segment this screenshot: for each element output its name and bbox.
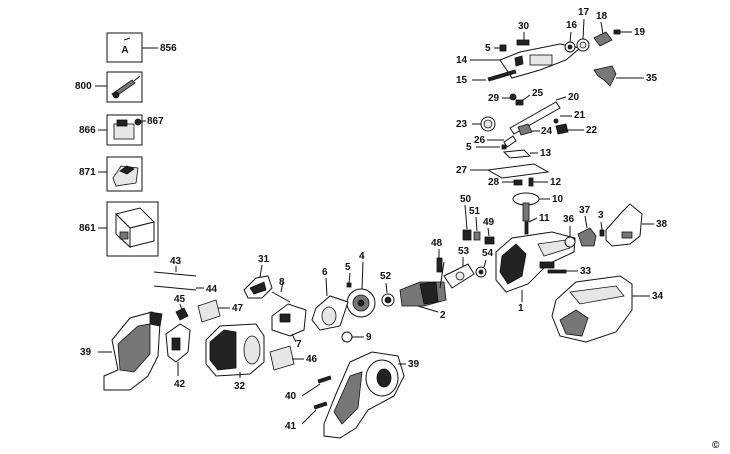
label-27: 27 [456,165,468,176]
label-41: 41 [285,421,297,432]
label-15: 15 [456,75,468,86]
label-5-top: 5 [485,43,491,54]
label-12: 12 [550,177,562,188]
label-8: 8 [279,277,285,288]
label-44: 44 [206,284,218,295]
plunger-assembly: 20 25 29 23 21 24 22 26 5 [456,88,598,179]
label-35: 35 [646,73,658,84]
left-housing: 43 44 45 42 39 [80,256,218,391]
label-25: 25 [532,88,544,99]
accessory-861: 861 [79,201,159,257]
label-49: 49 [483,217,495,228]
label-867: 867 [147,116,164,127]
label-14: 14 [456,55,468,66]
label-29: 29 [488,93,500,104]
label-866: 866 [79,125,96,136]
label-26: 26 [474,135,486,146]
label-20: 20 [568,92,580,103]
label-1: 1 [518,303,524,314]
label-800: 800 [75,81,92,92]
label-39-left: 39 [80,347,92,358]
label-43: 43 [170,256,182,267]
label-19: 19 [634,27,646,38]
label-51: 51 [469,206,481,217]
label-53: 53 [458,246,470,257]
armature-assembly: 48 53 54 2 52 4 5 6 [311,238,494,331]
label-36: 36 [563,214,575,225]
label-38: 38 [656,219,668,230]
motor-parts: 31 8 7 9 32 47 46 [197,254,372,392]
label-10: 10 [552,194,564,205]
blade-clamp-assembly: 14 5 30 16 17 18 19 15 35 [456,7,658,87]
label-50: 50 [460,194,472,205]
label-22: 22 [586,125,598,136]
label-17: 17 [578,7,590,18]
label-2: 2 [440,310,446,321]
label-39-right: 39 [408,359,420,370]
label-23: 23 [456,119,468,130]
label-4: 4 [359,251,365,262]
label-28: 28 [488,177,500,188]
label-37: 37 [579,205,591,216]
gear-case: 50 51 49 1 36 37 3 38 33 [460,194,668,314]
label-48: 48 [431,238,443,249]
label-31: 31 [258,254,270,265]
accessory-856: A 856 [106,32,177,63]
label-54: 54 [482,248,494,259]
front-cover-34: 34 [551,275,664,343]
label-42: 42 [174,379,186,390]
label-9: 9 [366,332,372,343]
label-18: 18 [596,11,608,22]
label-3: 3 [598,210,604,221]
label-33: 33 [580,266,592,277]
label-5-low: 5 [345,262,351,273]
label-30: 30 [518,21,530,32]
label-856: 856 [160,43,177,54]
label-6: 6 [322,267,328,278]
copyright-mark: © [712,440,720,451]
label-46: 46 [306,354,318,365]
label-47: 47 [232,303,244,314]
label-871: 871 [79,167,96,178]
label-52: 52 [380,271,392,282]
wobble-shaft-assembly: 28 12 10 11 [488,177,564,235]
label-21: 21 [574,110,586,121]
accessory-800: 800 [75,71,143,103]
accessory-866-867: 866 867 [79,114,164,146]
label-32: 32 [234,381,246,392]
label-5-mid: 5 [466,142,472,153]
accessory-871: 871 [79,156,143,192]
label-24: 24 [541,126,553,137]
box-856-letter: A [121,45,128,56]
label-34: 34 [652,291,664,302]
label-16: 16 [566,20,578,31]
right-housing: 39 40 41 [285,351,420,439]
label-40: 40 [285,391,297,402]
label-7: 7 [296,339,302,350]
label-861: 861 [79,223,96,234]
label-13: 13 [540,148,552,159]
label-11: 11 [539,213,550,224]
label-45: 45 [174,294,186,305]
